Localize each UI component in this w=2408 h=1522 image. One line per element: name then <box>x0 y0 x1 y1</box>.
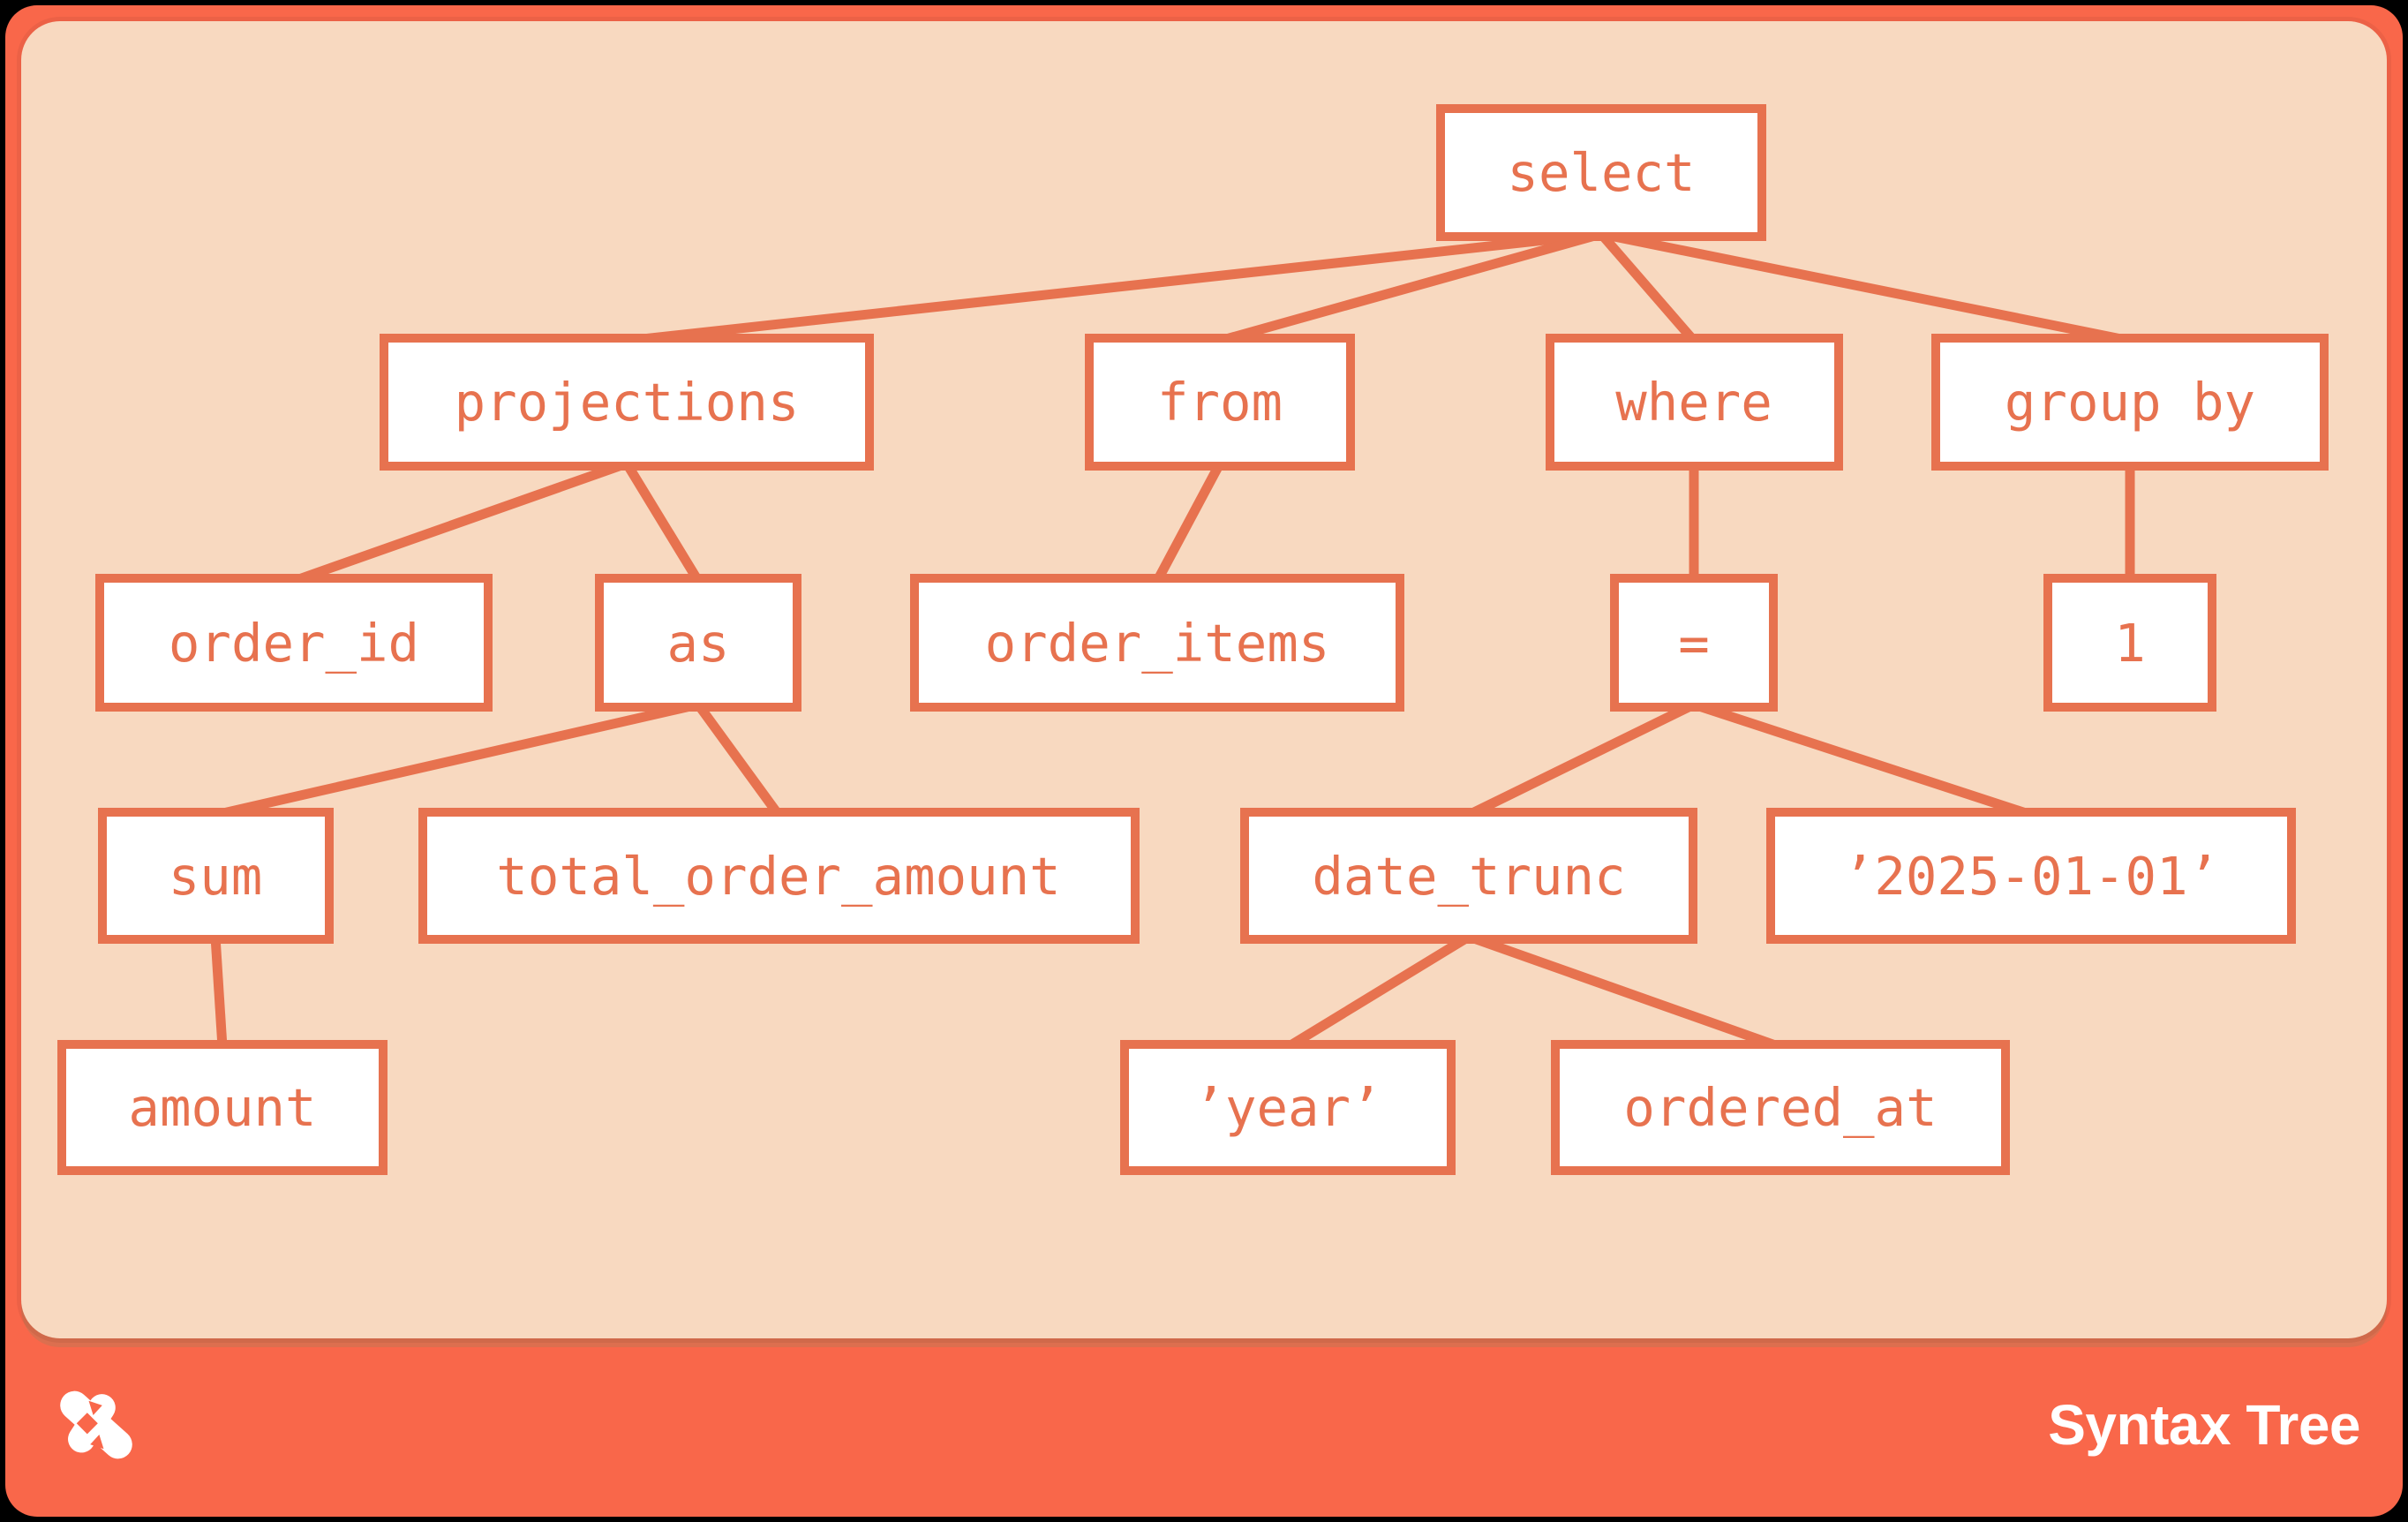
tree-node-order_items: order_items <box>910 574 1404 712</box>
tree-node-ordered_at: ordered_at <box>1551 1040 2010 1175</box>
tree-edge-as-sum <box>214 699 700 820</box>
tree-node-amount: amount <box>57 1040 388 1175</box>
tree-node-one: 1 <box>2043 574 2216 712</box>
tree-edge-select-group_by <box>1599 229 2132 346</box>
tree-edge-as-total_order_amount <box>694 701 783 818</box>
tree-edge-projections-as <box>622 461 703 584</box>
tree-edge-select-projections <box>626 229 1602 346</box>
diagram-card: select projections from where group by order_… <box>5 5 2403 1517</box>
tree-node-date_trunc: date_trunc <box>1240 808 1697 944</box>
pinwheel-logo-icon <box>60 1390 132 1459</box>
footer-bar: Syntax Tree <box>21 1338 2387 1517</box>
tree-edge-sum-amount <box>210 936 228 1048</box>
tree-edge-eq-date_literal <box>1692 699 2033 820</box>
tree-node-select: select <box>1436 104 1766 241</box>
tree-node-group_by: group by <box>1931 334 2329 471</box>
tree-node-as: as <box>595 574 801 712</box>
tree-edge-select-from <box>1218 229 1603 346</box>
tree-node-date_literal: ’2025-01-01’ <box>1766 808 2296 944</box>
edge-layer <box>210 229 2135 1052</box>
tree-node-where: where <box>1545 334 1843 471</box>
footer-title: Syntax Tree <box>2048 1393 2360 1457</box>
tree-edge-date_trunc-year_literal <box>1285 932 1471 1051</box>
tree-edge-select-where <box>1597 230 1698 344</box>
tree-node-projections: projections <box>380 334 874 471</box>
diagram-stage: select projections from where group by order_… <box>5 5 2403 1517</box>
tree-node-eq: = <box>1610 574 1778 712</box>
tree-node-from: from <box>1085 334 1355 471</box>
tree-edge-projections-order_id <box>292 458 628 586</box>
tree-edge-from-order_items <box>1153 461 1224 584</box>
tree-edge-date_trunc-ordered_at <box>1467 931 1782 1052</box>
tree-node-total_order_amount: total_order_amount <box>418 808 1140 944</box>
tree-node-order_id: order_id <box>95 574 493 712</box>
tree-edge-eq-date_trunc <box>1466 700 1697 819</box>
tree-node-year_literal: ’year’ <box>1120 1040 1456 1175</box>
tree-node-sum: sum <box>97 808 334 944</box>
